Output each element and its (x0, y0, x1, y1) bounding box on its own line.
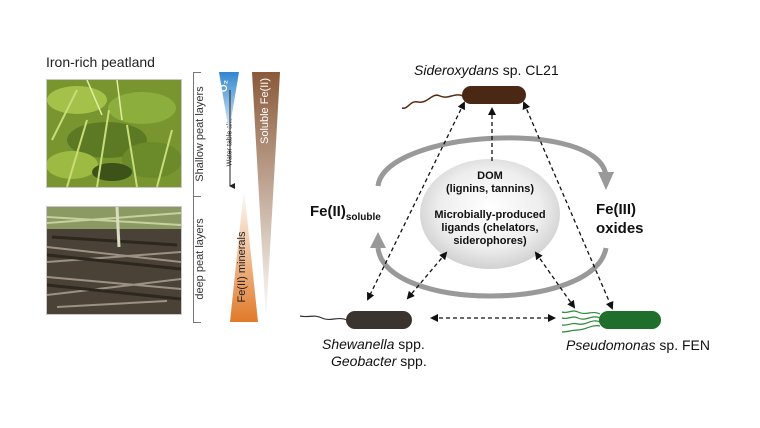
soluble-fe2-gradient (252, 72, 280, 320)
deep-peat-photo (46, 206, 182, 315)
fe2-minerals-gradient (230, 188, 258, 322)
cycle-arrowhead-bottom (370, 232, 386, 248)
shallow-peat-photo (46, 79, 182, 188)
label-pseudomonas: Pseudomonas sp. FEN (566, 337, 710, 353)
axis-tick-top (193, 72, 201, 73)
label-shewanella: Shewanella spp. (322, 336, 425, 352)
cycle-arrowhead-top (598, 172, 614, 190)
sideroxydans-flagellum (401, 94, 464, 109)
shewanella-cell (346, 311, 412, 329)
arrow-sideroxydans-shewanella (367, 101, 465, 301)
sideroxydans-cell (462, 86, 526, 104)
panel-title: Iron-rich peatland (46, 54, 155, 70)
arrow-ligands-shewanella (406, 251, 448, 300)
o2-gradient (219, 72, 239, 132)
label-ligands: Microbially-produced ligands (chelators,… (434, 209, 546, 247)
pseudomonas-flagella (561, 310, 601, 333)
label-dom: DOM (lignins, tannins) (446, 170, 534, 195)
axis-tick-bottom (193, 322, 201, 323)
label-geobacter: Geobacter spp. (331, 353, 427, 369)
arrow-ligands-pseudomonas (534, 251, 576, 309)
layer-axis-line (193, 72, 194, 322)
label-sideroxydans: Sideroxydans sp. CL21 (414, 62, 559, 78)
shewanella-flagellum (299, 315, 348, 321)
arrow-sideroxydans-pseudomonas (522, 101, 614, 310)
axis-tick-mid (193, 196, 201, 197)
pseudomonas-cell (599, 311, 661, 329)
label-fe2-soluble: Fe(II)soluble (310, 203, 381, 223)
label-fe3-oxides: Fe(III) oxides (596, 201, 644, 237)
